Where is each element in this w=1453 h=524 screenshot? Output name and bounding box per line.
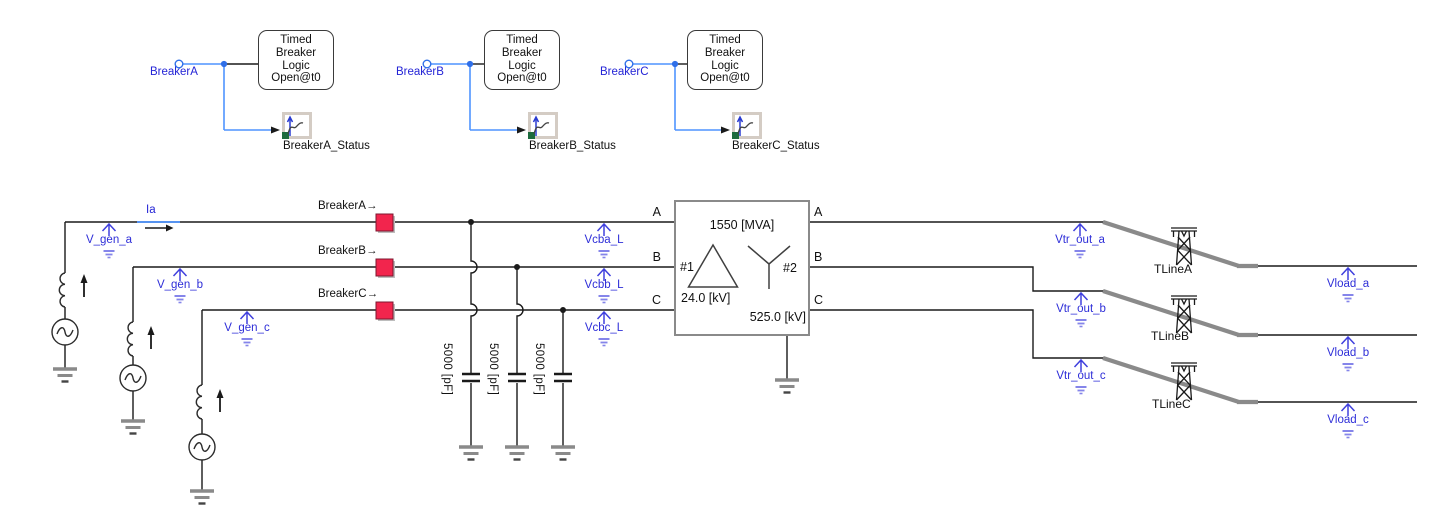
ac-source-circle bbox=[51, 318, 79, 346]
transformer-port-right-c: C bbox=[814, 293, 824, 307]
timed-breaker-logic-block-a[interactable]: Timed Breaker Logic Open@t0 bbox=[258, 30, 334, 90]
tline-tower-b[interactable] bbox=[1171, 295, 1197, 334]
current-meter-ia[interactable] bbox=[137, 221, 180, 232]
ground-icon bbox=[190, 489, 214, 505]
voltmeter-label-vgen-a: V_gen_a bbox=[85, 234, 133, 246]
timed-breaker-logic-block-b[interactable]: Timed Breaker Logic Open@t0 bbox=[484, 30, 560, 90]
ac-source-circle bbox=[188, 433, 216, 461]
voltmeter-label-vcbb: Vcbb_L bbox=[584, 279, 624, 291]
transformer-port-left-b: B bbox=[652, 250, 661, 264]
breaker-arrow-icon: → bbox=[365, 245, 377, 257]
block-line: Breaker bbox=[501, 46, 543, 59]
voltmeter-label-vcbc: Vcbc_L bbox=[584, 322, 624, 334]
ground-icon bbox=[53, 367, 77, 383]
scope-corner-marker bbox=[282, 132, 289, 139]
ground-icon bbox=[551, 445, 575, 461]
status-scope-c[interactable] bbox=[732, 112, 762, 139]
block-line: Timed bbox=[280, 34, 312, 46]
scope-corner-marker bbox=[528, 132, 535, 139]
orientation-arrow-icon bbox=[80, 274, 88, 283]
breaker-label-a: BreakerA→ bbox=[318, 200, 377, 212]
status-label-c: BreakerC_Status bbox=[732, 140, 820, 152]
status-scope-a[interactable] bbox=[282, 112, 312, 139]
tline-tower-c[interactable] bbox=[1171, 362, 1197, 401]
block-line: Open@t0 bbox=[271, 72, 321, 85]
tline-label-a: TLineA bbox=[1154, 262, 1193, 276]
capacitor-c[interactable] bbox=[554, 372, 572, 383]
inductor-coil bbox=[195, 384, 203, 420]
block-line: Logic bbox=[508, 59, 536, 72]
voltmeter-label-vload-a: Vload_a bbox=[1326, 278, 1370, 290]
ground-symbols bbox=[53, 367, 799, 505]
transformer-winding2-label: #2 bbox=[783, 261, 797, 275]
breaker-b[interactable] bbox=[375, 258, 394, 277]
breaker-a[interactable] bbox=[375, 213, 394, 232]
inductor-coil bbox=[58, 272, 66, 308]
signal-label-breakera: BreakerA bbox=[150, 66, 198, 78]
ac-source-circle bbox=[119, 364, 147, 392]
orientation-arrow-icon bbox=[216, 389, 224, 398]
transformer-port-right-a: A bbox=[814, 205, 823, 219]
tline-label-b: TLineB bbox=[1151, 329, 1190, 343]
sine-icon bbox=[56, 327, 74, 337]
breaker-label-b: BreakerB→ bbox=[318, 245, 377, 257]
block-line: Open@t0 bbox=[497, 72, 547, 85]
junction-dots bbox=[468, 219, 566, 313]
ground-icon bbox=[775, 378, 799, 394]
transformer-port-left-a: A bbox=[652, 205, 661, 219]
transformer-rating: 1550 [MVA] bbox=[709, 218, 775, 232]
timed-breaker-logic-block-c[interactable]: Timed Breaker Logic Open@t0 bbox=[687, 30, 763, 90]
voltmeter-label-vload-c: Vload_c bbox=[1327, 414, 1369, 426]
breaker-label-c: BreakerC→ bbox=[318, 288, 378, 300]
transformer-voltage2: 525.0 [kV] bbox=[749, 310, 806, 324]
ground-icon bbox=[459, 445, 483, 461]
sine-icon bbox=[193, 442, 211, 452]
block-line: Open@t0 bbox=[700, 72, 750, 85]
thick-wire-layer bbox=[1102, 220, 1258, 405]
status-label-a: BreakerA_Status bbox=[283, 140, 370, 152]
voltmeter-label-vtrout-c: Vtr_out_c bbox=[1056, 370, 1106, 382]
status-scope-b[interactable] bbox=[528, 112, 558, 139]
breaker-arrow-icon: → bbox=[366, 288, 378, 300]
capacitor-value-a: 5000 [pF] bbox=[441, 343, 453, 396]
block-line: Breaker bbox=[275, 46, 317, 59]
transformer-port-left-c: C bbox=[651, 293, 661, 307]
breaker-arrow-icon: → bbox=[365, 200, 377, 212]
capacitor-a[interactable] bbox=[462, 372, 480, 383]
breaker-squares bbox=[375, 213, 395, 321]
orientation-arrow-icon bbox=[147, 326, 155, 335]
sine-icon bbox=[124, 373, 142, 383]
tline-tower-a[interactable] bbox=[1171, 227, 1197, 266]
scope-corner-marker bbox=[732, 132, 739, 139]
tline-label-c: TLineC bbox=[1152, 397, 1191, 411]
transformer-port-right-b: B bbox=[814, 250, 823, 264]
signal-label-breakerc: BreakerC bbox=[600, 66, 649, 78]
block-line: Timed bbox=[506, 34, 538, 46]
status-label-b: BreakerB_Status bbox=[529, 140, 616, 152]
block-line: Breaker bbox=[704, 46, 746, 59]
voltmeter-label-vtrout-a: Vtr_out_a bbox=[1055, 234, 1105, 246]
ground-icon bbox=[505, 445, 529, 461]
block-line: Logic bbox=[711, 59, 739, 72]
capacitor-value-c: 5000 [pF] bbox=[533, 343, 545, 396]
inductor-coil bbox=[126, 321, 134, 357]
voltmeter-label-vload-b: Vload_b bbox=[1326, 347, 1370, 359]
transformer-winding1-label: #1 bbox=[680, 260, 694, 274]
voltmeter-label-vgen-b: V_gen_b bbox=[156, 279, 204, 291]
current-meter-label: Ia bbox=[146, 204, 156, 216]
ground-icon bbox=[121, 419, 145, 435]
block-line: Logic bbox=[282, 59, 310, 72]
transformer-voltage1: 24.0 [kV] bbox=[681, 291, 731, 305]
capacitor-value-b: 5000 [pF] bbox=[487, 343, 499, 396]
signal-label-breakerb: BreakerB bbox=[396, 66, 444, 78]
generator-a[interactable] bbox=[51, 272, 88, 346]
voltmeter-label-vcba: Vcba_L bbox=[584, 234, 624, 246]
block-line: Timed bbox=[709, 34, 741, 46]
voltmeter-label-vgen-c: V_gen_c bbox=[224, 322, 270, 334]
generator-c[interactable] bbox=[188, 384, 224, 461]
voltmeter-label-vtrout-b: Vtr_out_b bbox=[1056, 303, 1106, 315]
breaker-c[interactable] bbox=[375, 301, 394, 320]
generator-b[interactable] bbox=[119, 321, 155, 392]
capacitor-b[interactable] bbox=[508, 372, 526, 383]
